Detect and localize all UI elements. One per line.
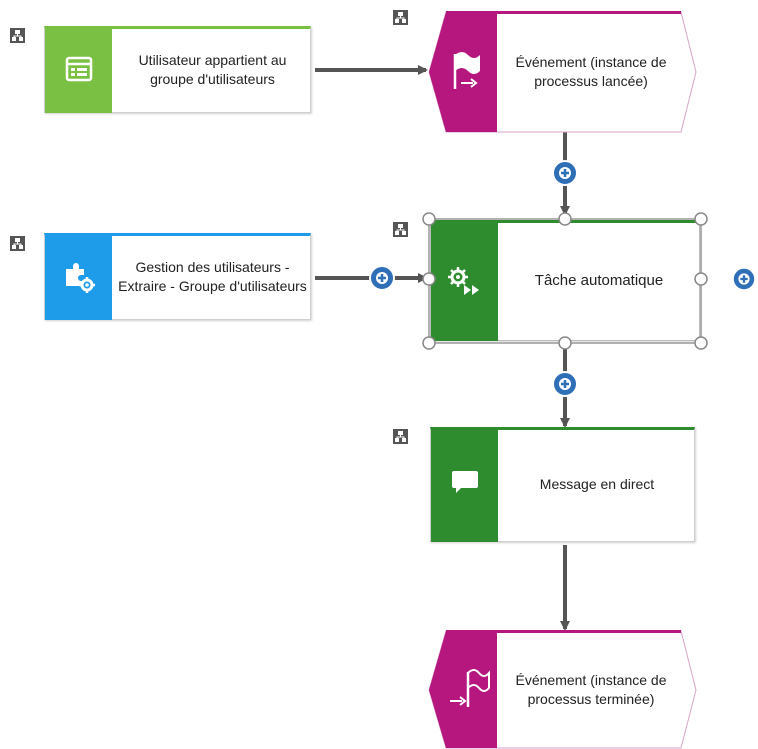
direct-message-label: Message en direct: [539, 476, 655, 492]
resize-handle-ne[interactable]: [694, 212, 708, 226]
start-flag-icon: [453, 52, 480, 89]
selection-frame: [422, 212, 708, 350]
resize-handle-nw[interactable]: [422, 212, 436, 226]
node-event-start[interactable]: [428, 11, 698, 133]
list-window-icon: [65, 56, 93, 82]
add-connection-button[interactable]: [551, 159, 579, 187]
add-connection-button[interactable]: [368, 264, 396, 292]
event-start-label: Événement (instance de processus lancée): [515, 54, 667, 89]
resize-handle-se[interactable]: [694, 336, 708, 350]
gear-forward-icon: [448, 267, 479, 295]
node-user-management[interactable]: Gestion des utilisateurs - Extraire - Gr…: [44, 233, 311, 320]
resize-handle-s[interactable]: [558, 336, 572, 350]
speech-bubble-icon: [452, 471, 478, 493]
direct-message-icon-panel: [431, 427, 498, 542]
membership-label: Utilisateur appartient au groupe d'utili…: [138, 51, 287, 87]
assignment-icon[interactable]: [393, 429, 408, 444]
user-management-label: Gestion des utilisateurs - Extraire - Gr…: [118, 258, 307, 294]
assignment-icon[interactable]: [393, 222, 408, 237]
end-flag-icon: [450, 669, 490, 707]
resize-handle-sw[interactable]: [422, 336, 436, 350]
assignment-icon[interactable]: [10, 28, 25, 43]
assignment-icon[interactable]: [10, 236, 25, 251]
membership-icon-panel: [45, 26, 112, 113]
puzzle-gear-icon: [66, 263, 95, 293]
resize-handle-w[interactable]: [422, 272, 436, 286]
node-direct-message[interactable]: Message en direct: [430, 427, 695, 542]
node-event-end[interactable]: [428, 630, 698, 749]
user-management-icon-panel: [45, 233, 112, 320]
add-connection-button[interactable]: [551, 370, 579, 398]
event-end-label: Événement (instance de processus terminé…: [515, 671, 667, 707]
add-connection-button[interactable]: [731, 266, 757, 292]
auto-task-icon-panel: [431, 220, 498, 341]
assignment-icon[interactable]: [393, 10, 408, 25]
resize-handle-e[interactable]: [694, 272, 708, 286]
resize-handle-n[interactable]: [558, 212, 572, 226]
node-membership[interactable]: Utilisateur appartient au groupe d'utili…: [44, 26, 311, 113]
auto-task-label: Tâche automatique: [534, 272, 664, 289]
